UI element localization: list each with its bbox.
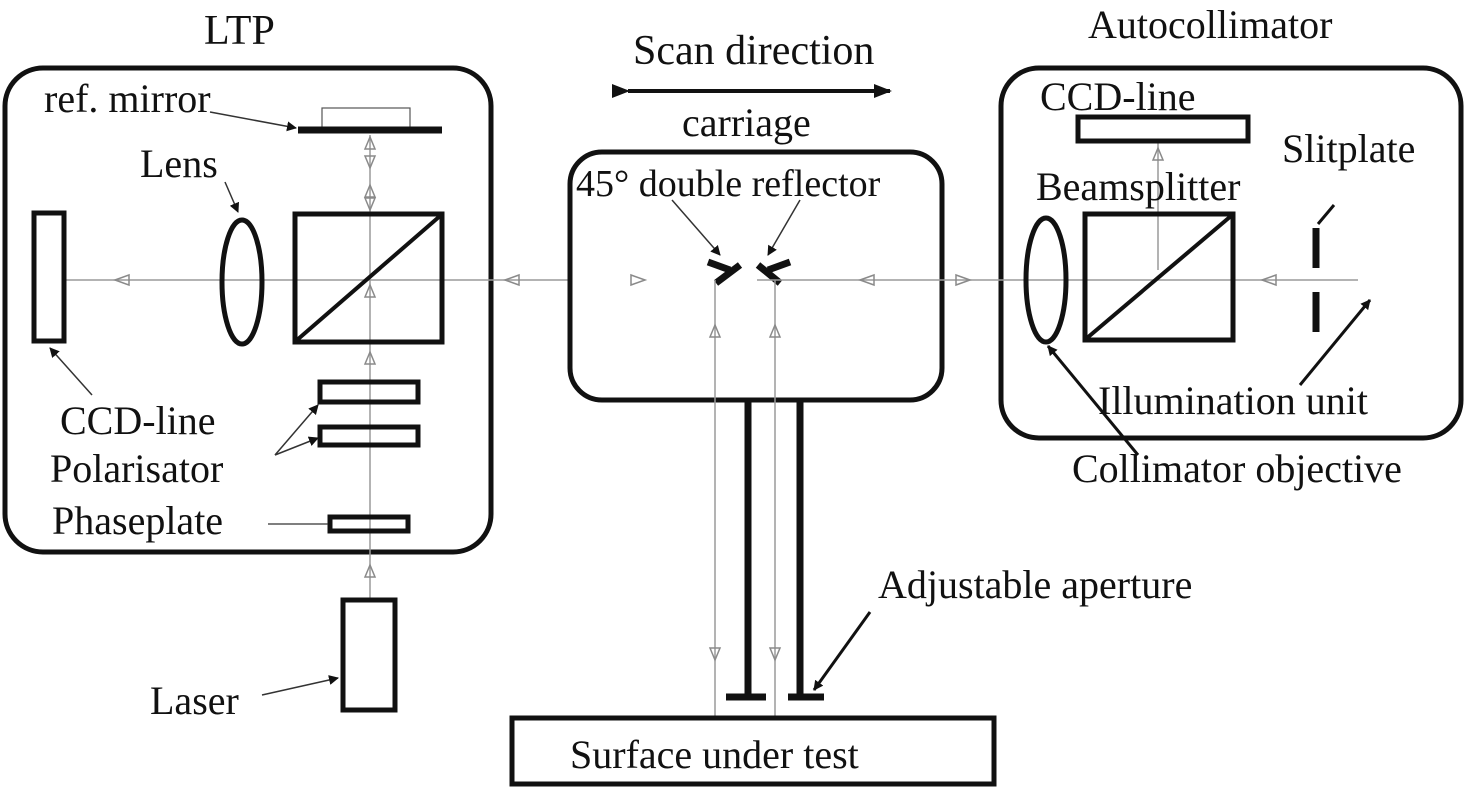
beam-arrow-down-1 <box>363 155 377 170</box>
beam-arrow-down-3 <box>708 647 722 662</box>
laser-pointer <box>261 675 339 696</box>
ref-mirror-label: ref. mirror <box>44 76 211 121</box>
autocollimator-title: Autocollimator <box>1088 2 1332 47</box>
surface-under-test <box>509 715 997 787</box>
beam-arrow-left-2 <box>502 273 520 287</box>
collimator-objective-pointer <box>1046 345 1140 456</box>
beam-arrow-up-7 <box>768 323 782 338</box>
adjustable-aperture-label: Adjustable aperture <box>878 562 1192 607</box>
laser-source <box>340 597 398 713</box>
surface-under-test-label: Surface under test <box>570 732 859 777</box>
slitplate-pointer <box>1316 204 1336 225</box>
beam-arrow-left-3 <box>857 273 875 287</box>
ltp-beamsplitter-diagonal <box>295 214 442 342</box>
autocollimator-beamsplitter-diagonal <box>1085 214 1233 340</box>
illumination-unit-pointer <box>1298 299 1372 386</box>
beam-arrow-left-1 <box>112 273 130 287</box>
lens-pointer <box>224 181 240 213</box>
carriage-housing <box>567 149 945 403</box>
illumination-unit-label: Illumination unit <box>1098 378 1368 423</box>
phaseplate <box>327 514 411 534</box>
beam-arrow-up-6 <box>708 323 722 338</box>
polarisator-pointer-2 <box>274 436 319 456</box>
beam-arrow-up-2 <box>363 183 377 198</box>
beam-arrow-up-4 <box>363 350 377 365</box>
ltp-beamsplitter-cube <box>292 211 445 345</box>
ltp-title: LTP <box>204 8 275 54</box>
phaseplate-label: Phaseplate <box>52 498 223 543</box>
ccd-line-left-label: CCD-line <box>60 398 216 443</box>
beam-arrow-up-5 <box>363 563 377 578</box>
collimator-objective-label: Collimator objective <box>1072 446 1402 491</box>
beam-arrow-left-4 <box>1259 273 1277 287</box>
ccd-line-right-label: CCD-line <box>1040 74 1196 119</box>
autocollimator-housing <box>998 65 1464 441</box>
slitplate-label: Slitplate <box>1282 126 1415 171</box>
ltp-lens <box>219 217 265 347</box>
ltp-housing <box>2 65 494 555</box>
double-reflector-label: 45° double reflector <box>576 163 881 205</box>
ccd-line-pointer <box>49 347 93 396</box>
beam-arrow-down-2 <box>363 197 377 212</box>
collimator-objective-lens <box>1023 215 1069 345</box>
beam-arrow-up-8 <box>1151 146 1165 161</box>
laser-label: Laser <box>150 678 239 723</box>
polarisator-plate-1 <box>317 379 421 405</box>
polarisator-pointer-1 <box>274 404 319 456</box>
beam-arrow-up-3 <box>363 283 377 298</box>
polarisator-plate-2 <box>317 424 421 448</box>
beam-arrow-up-1 <box>363 135 377 150</box>
autocollimator-beamsplitter-cube <box>1082 211 1236 343</box>
beam-arrow-right-1 <box>630 273 648 287</box>
reflector-pointer-left <box>671 199 721 256</box>
lens-label: Lens <box>140 141 218 186</box>
carriage-label: carriage <box>682 100 811 145</box>
scan-direction-label: Scan direction <box>633 28 874 74</box>
aperture-pointer <box>812 611 872 691</box>
polarisator-label: Polarisator <box>50 446 223 491</box>
reflector-pointer-right <box>767 199 801 256</box>
beamsplitter-label: Beamsplitter <box>1036 164 1240 209</box>
beam-arrow-right-2 <box>955 273 973 287</box>
ltp-ccd-line-detector <box>31 210 67 344</box>
ref-mirror-pointer <box>209 111 297 132</box>
autocollimator-ccd-line-detector <box>1075 114 1251 144</box>
beam-arrow-down-4 <box>768 647 782 662</box>
